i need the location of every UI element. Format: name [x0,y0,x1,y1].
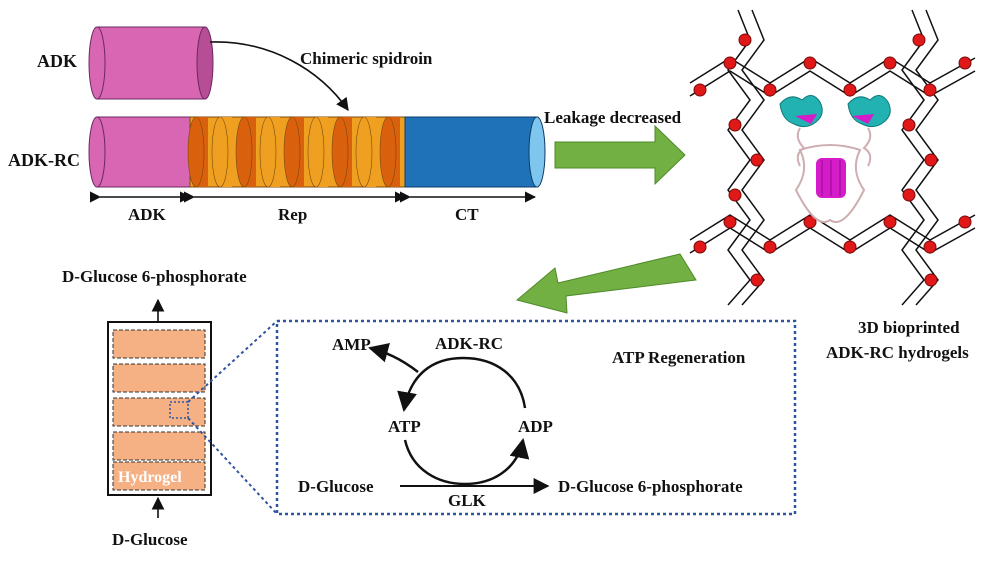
crosslink-bead [763,240,777,254]
crosslink-bead [803,56,817,70]
crosslink-bead [750,273,764,287]
adk-protein-right [847,95,891,167]
crosslink-bead [902,118,916,132]
amp-label: AMP [332,335,371,354]
adk-rc-label: ADK-RC [8,150,80,170]
green-arrow-down-left [515,253,697,314]
crosslink-bead [723,215,737,229]
zoom-source-box [169,401,189,419]
crosslink-bead [843,240,857,254]
bioprinted-label-line2: ADK-RC hydrogels [826,343,969,362]
glk-label: GLK [448,491,487,510]
crosslink-bead [763,83,777,97]
crosslink-bead [923,240,937,254]
atp-label: ATP [388,417,421,436]
crosslink-bead [803,215,817,229]
crosslink-bead [958,56,972,70]
adk-rc-cylinder [88,116,546,188]
rep-band [331,116,349,188]
adk-cylinder [88,26,214,100]
zoom-line-top [187,320,278,403]
crosslink-bead [923,83,937,97]
crosslink-bead [912,33,926,47]
crosslink-bead [924,153,938,167]
crosslink-bead [750,153,764,167]
segment-rep-label: Rep [278,205,307,224]
crosslink-bead [902,188,916,202]
hydrogel-label: Hydrogel [118,469,182,486]
crosslink-bead [958,215,972,229]
substrate-bottom-label: D-Glucose [112,530,188,549]
bioprinted-label-line1: 3D bioprinted [858,318,960,337]
crosslink-bead [693,240,707,254]
rep-band [307,116,325,188]
hydrogel-layers [112,329,206,491]
adk-protein-left [779,95,823,167]
rep-band [259,116,277,188]
segment-adk-label: ADK [128,205,167,224]
hydrogel-network [689,9,976,306]
rep-band [187,116,205,188]
rep-bands [187,116,400,188]
rep-band [355,116,373,188]
crosslink-bead [693,83,707,97]
rep-band [211,116,229,188]
crosslink-bead [738,33,752,47]
crosslink-bead [843,83,857,97]
rep-band [283,116,301,188]
cycle-product-label: D-Glucose 6-phosphorate [558,477,743,496]
adk-label: ADK [37,51,77,71]
cycle-glucose-label: D-Glucose [298,477,374,496]
product-top-label: D-Glucose 6-phosphorate [62,267,247,286]
chimeric-arrow [209,41,349,112]
crosslink-beads [693,33,972,287]
crosslink-bead [924,273,938,287]
crosslink-bead [728,118,742,132]
rc-protein-core [794,144,866,223]
crosslink-bead [728,188,742,202]
crosslink-bead [723,56,737,70]
crosslink-bead [883,215,897,229]
crosslink-bead [883,56,897,70]
green-arrow-right [554,124,686,186]
regeneration-cycle [368,342,530,486]
rep-band [235,116,253,188]
segment-ct-label: CT [455,205,479,224]
leakage-decreased-label: Leakage decreased [544,108,682,127]
chimeric-spidroin-label: Chimeric spidroin [300,49,433,68]
adp-label: ADP [518,417,553,436]
zoom-line-bottom [187,417,278,515]
enzyme-adk-rc-label: ADK-RC [435,334,503,353]
rep-band [379,116,397,188]
atp-regeneration-title: ATP Regeneration [612,348,746,367]
